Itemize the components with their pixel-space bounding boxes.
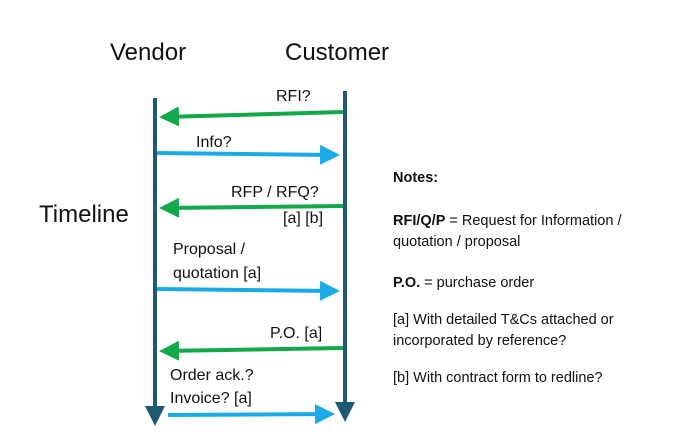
po-key: P.O. <box>393 275 421 292</box>
proposal-arrow <box>156 280 340 301</box>
rfp-rfq-notes-label: [a] [b] <box>283 210 324 227</box>
info-label: Info? <box>196 134 232 151</box>
rfp-rfq-arrow <box>159 197 344 218</box>
rfi-label: RFI? <box>276 88 311 105</box>
order-ack-arrow <box>167 404 335 425</box>
proposal-label: Proposal / <box>173 241 246 258</box>
quotation-label: quotation [a] <box>173 265 262 282</box>
notes-panel: Notes: RFI/Q/P = Request for Information… <box>393 168 683 389</box>
note-a: [a] With detailed T&Cs attached or incor… <box>393 312 614 350</box>
invoice-label: Invoice? [a] <box>170 390 252 407</box>
note-b: [b] With contract form to redline? <box>393 370 603 387</box>
rfi-arrow <box>159 106 344 127</box>
vendor-header: Vendor <box>110 39 187 66</box>
notes-title: Notes: <box>393 170 439 186</box>
po-def-text: = purchase order <box>420 275 535 292</box>
rfi-key: RFI/Q/P <box>393 213 446 230</box>
rfi-def-text: = Request for Information / quotation / … <box>393 213 622 251</box>
rfp-rfq-label: RFP / RFQ? <box>231 184 319 201</box>
po-label: P.O. [a] <box>270 325 323 342</box>
customer-header: Customer <box>285 39 390 66</box>
info-arrow <box>156 144 340 165</box>
timeline-label: Timeline <box>39 201 129 228</box>
order-ack-label: Order ack.? <box>170 367 254 384</box>
rfi-definition: RFI/Q/P = Request for Information / quot… <box>393 211 683 253</box>
po-definition: P.O. = purchase order <box>393 273 683 294</box>
po-arrow <box>159 340 344 361</box>
